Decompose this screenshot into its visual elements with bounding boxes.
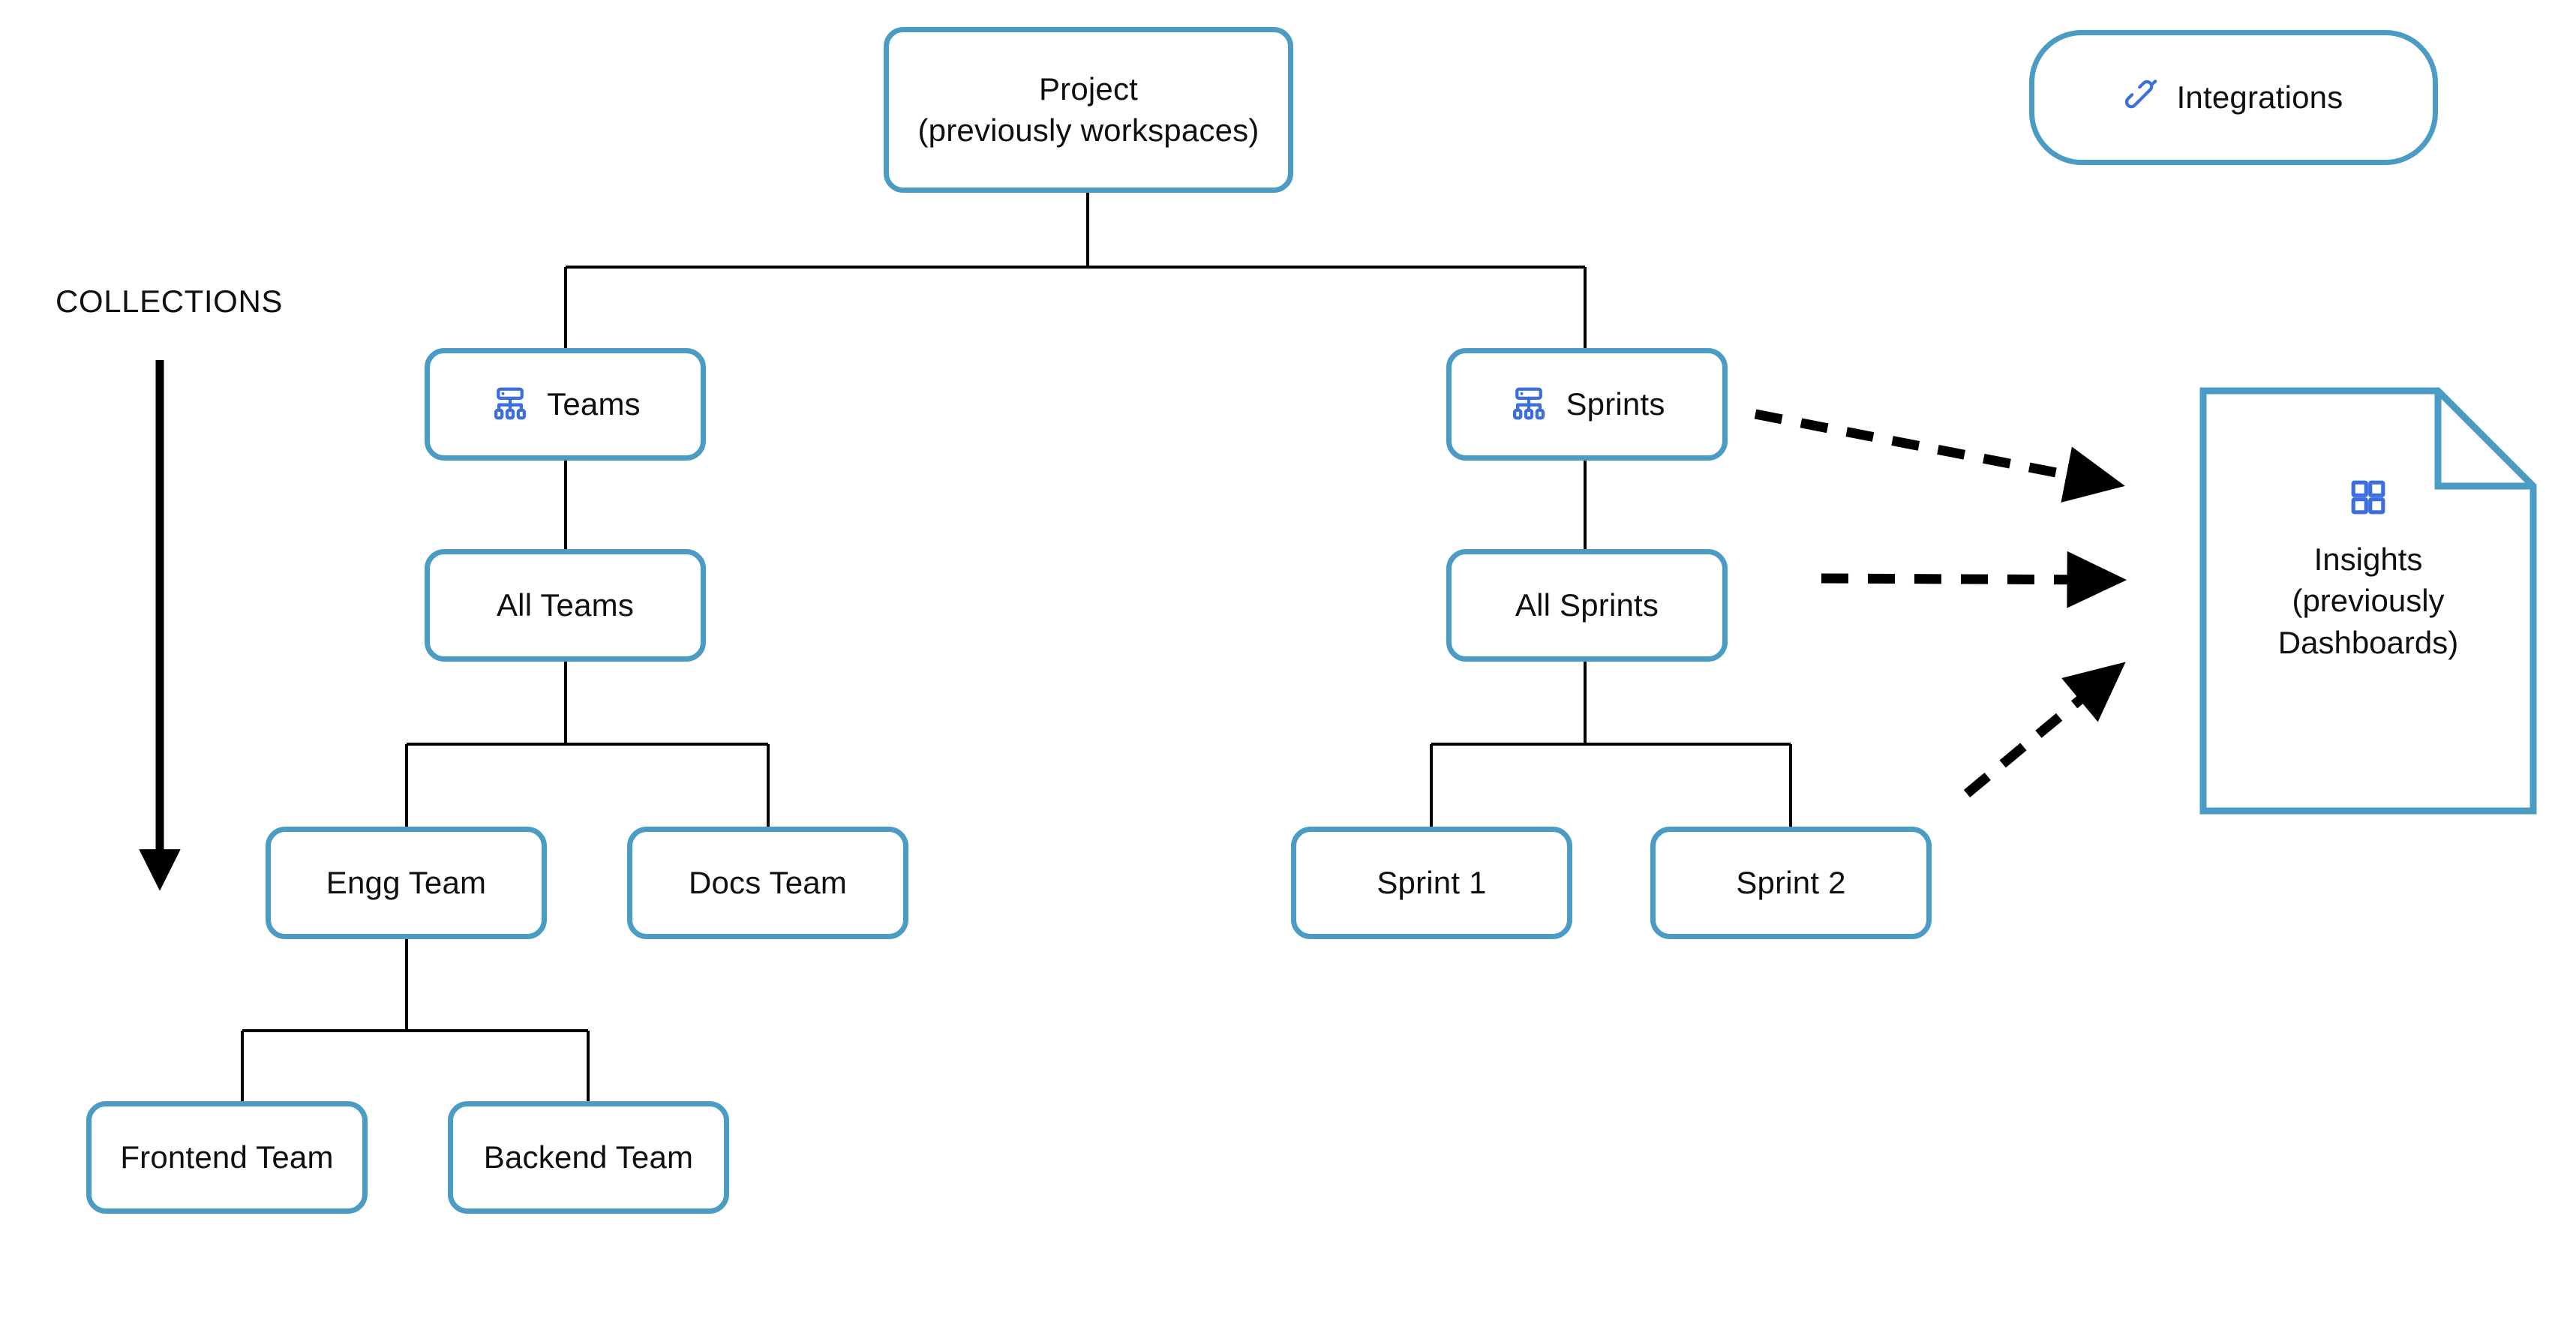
edge-all-teams-to-subteams [405, 662, 770, 827]
node-backend-team[interactable]: Backend Team [448, 1101, 729, 1214]
node-sprints[interactable]: Sprints [1446, 348, 1728, 461]
node-all-sprints-label: All Sprints [1515, 587, 1659, 623]
node-sprints-label: Sprints [1566, 386, 1665, 422]
hierarchy-icon [1509, 384, 1549, 425]
node-insights-line2: (previously [2292, 583, 2445, 619]
edge-project-to-children [564, 193, 1587, 348]
dashed-arrow-all-sprints-to-insights [1821, 551, 2127, 608]
edge-engg-to-frontend-backend [241, 939, 590, 1101]
node-sprint-1[interactable]: Sprint 1 [1291, 827, 1572, 939]
dashed-arrow-sprint2-to-insights [1963, 662, 2126, 798]
node-docs-team[interactable]: Docs Team [627, 827, 908, 939]
collections-label: COLLECTIONS [56, 284, 283, 319]
node-frontend-team[interactable]: Frontend Team [86, 1101, 368, 1214]
link-plug-icon [2124, 80, 2160, 116]
grid-2x2-icon [2348, 477, 2388, 518]
document-shape [2199, 387, 2537, 815]
node-all-teams-label: All Teams [496, 587, 635, 623]
node-backend-team-label: Backend Team [483, 1139, 694, 1175]
node-all-teams[interactable]: All Teams [425, 549, 706, 662]
node-insights-line1: Insights [2313, 542, 2423, 577]
node-insights[interactable]: Insights (previously Dashboards) [2199, 387, 2537, 815]
node-integrations-label: Integrations [2176, 79, 2343, 115]
node-insights-line3: Dashboards) [2277, 624, 2459, 660]
node-docs-team-label: Docs Team [688, 864, 848, 900]
insights-content: Insights (previously Dashboards) [2199, 387, 2537, 815]
node-frontend-team-label: Frontend Team [120, 1139, 334, 1175]
dashed-arrow-sprints-to-insights [1754, 409, 2125, 503]
hierarchy-icon [490, 384, 530, 425]
node-sprint-2[interactable]: Sprint 2 [1650, 827, 1932, 939]
node-project-line1: Project [1038, 71, 1139, 107]
node-project[interactable]: Project (previously workspaces) [884, 27, 1293, 193]
node-sprint-1-label: Sprint 1 [1377, 864, 1487, 900]
node-engg-team-label: Engg Team [326, 864, 487, 900]
node-engg-team[interactable]: Engg Team [266, 827, 547, 939]
edge-all-sprints-to-sprints [1430, 662, 1792, 827]
node-sprint-2-label: Sprint 2 [1736, 864, 1846, 900]
node-integrations[interactable]: Integrations [2029, 30, 2438, 165]
node-all-sprints[interactable]: All Sprints [1446, 549, 1728, 662]
node-teams-label: Teams [547, 386, 641, 422]
node-project-line2: (previously workspaces) [917, 112, 1259, 148]
node-teams[interactable]: Teams [425, 348, 706, 461]
